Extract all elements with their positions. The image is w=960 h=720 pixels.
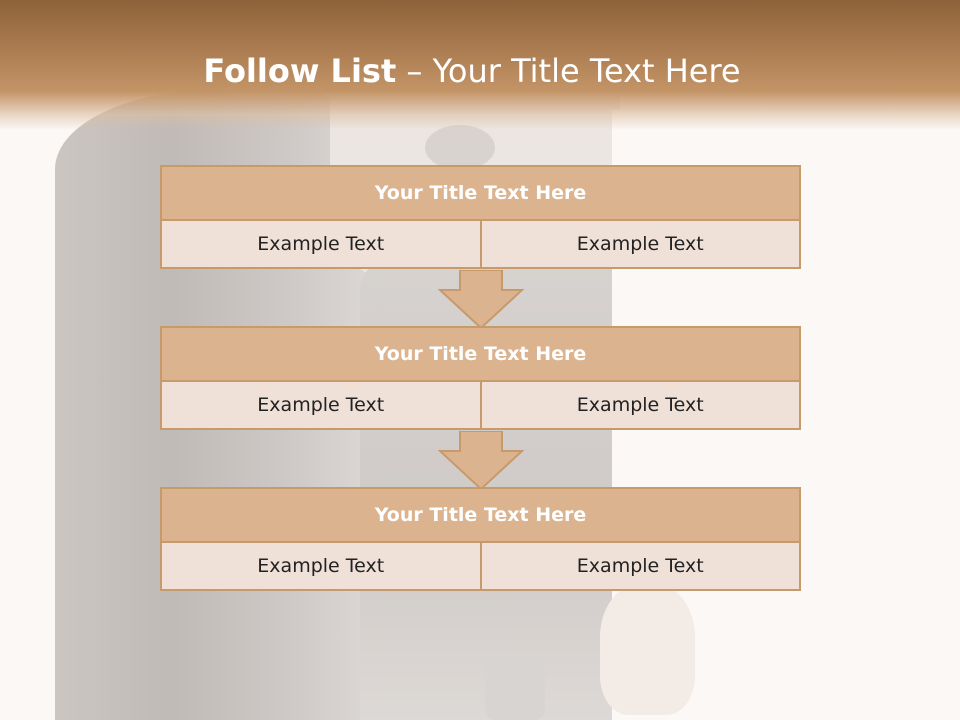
list-block-2: Your Title Text Here Example Text Exampl…	[160, 326, 801, 430]
block-title: Your Title Text Here	[160, 165, 801, 221]
block-row: Example Text Example Text	[160, 221, 801, 269]
block-cell-left: Example Text	[160, 543, 482, 591]
title-rest: – Your Title Text Here	[396, 52, 741, 90]
slide-title: Follow List – Your Title Text Here	[0, 52, 944, 90]
block-row: Example Text Example Text	[160, 382, 801, 430]
arrow-down-icon	[438, 270, 524, 330]
block-cell-left: Example Text	[160, 221, 482, 269]
block-cell-right: Example Text	[481, 382, 801, 430]
block-cell-right: Example Text	[481, 221, 801, 269]
list-block-3: Your Title Text Here Example Text Exampl…	[160, 487, 801, 591]
arrow-down-icon	[438, 431, 524, 491]
hand-shape	[600, 585, 695, 715]
block-row: Example Text Example Text	[160, 543, 801, 591]
eye-shape	[425, 125, 495, 170]
block-cell-right: Example Text	[481, 543, 801, 591]
block-title: Your Title Text Here	[160, 487, 801, 543]
block-cell-left: Example Text	[160, 382, 482, 430]
title-bold: Follow List	[203, 52, 397, 90]
watch-shape	[485, 660, 545, 720]
block-title: Your Title Text Here	[160, 326, 801, 382]
list-block-1: Your Title Text Here Example Text Exampl…	[160, 165, 801, 269]
header-band	[0, 0, 960, 130]
